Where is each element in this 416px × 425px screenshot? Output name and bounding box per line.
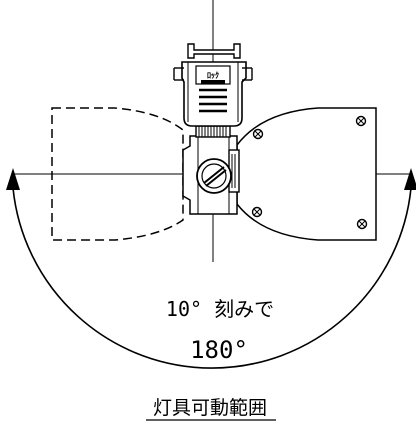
right-arrowhead [404,168,416,190]
screw-icon [252,128,264,140]
lock-nut [195,125,231,138]
lamp-housing [236,107,377,241]
screw-icon [355,115,367,127]
rotation-range-arc [6,168,416,369]
caption-label: 灯具可動範囲 [153,397,267,419]
device-badge-label: ﾛｯｸ [207,71,219,80]
pivot-bolt [196,158,232,194]
connector-head: ﾛｯｸ [173,43,253,127]
screw-icon [356,218,368,230]
rotation-angle-label: 180° [190,336,248,364]
lamp-housing-dashed-ghost [51,107,184,241]
left-arrowhead [6,168,20,190]
rotation-step-label: 10° 刻みで [166,297,274,321]
screw-icon [251,206,263,218]
